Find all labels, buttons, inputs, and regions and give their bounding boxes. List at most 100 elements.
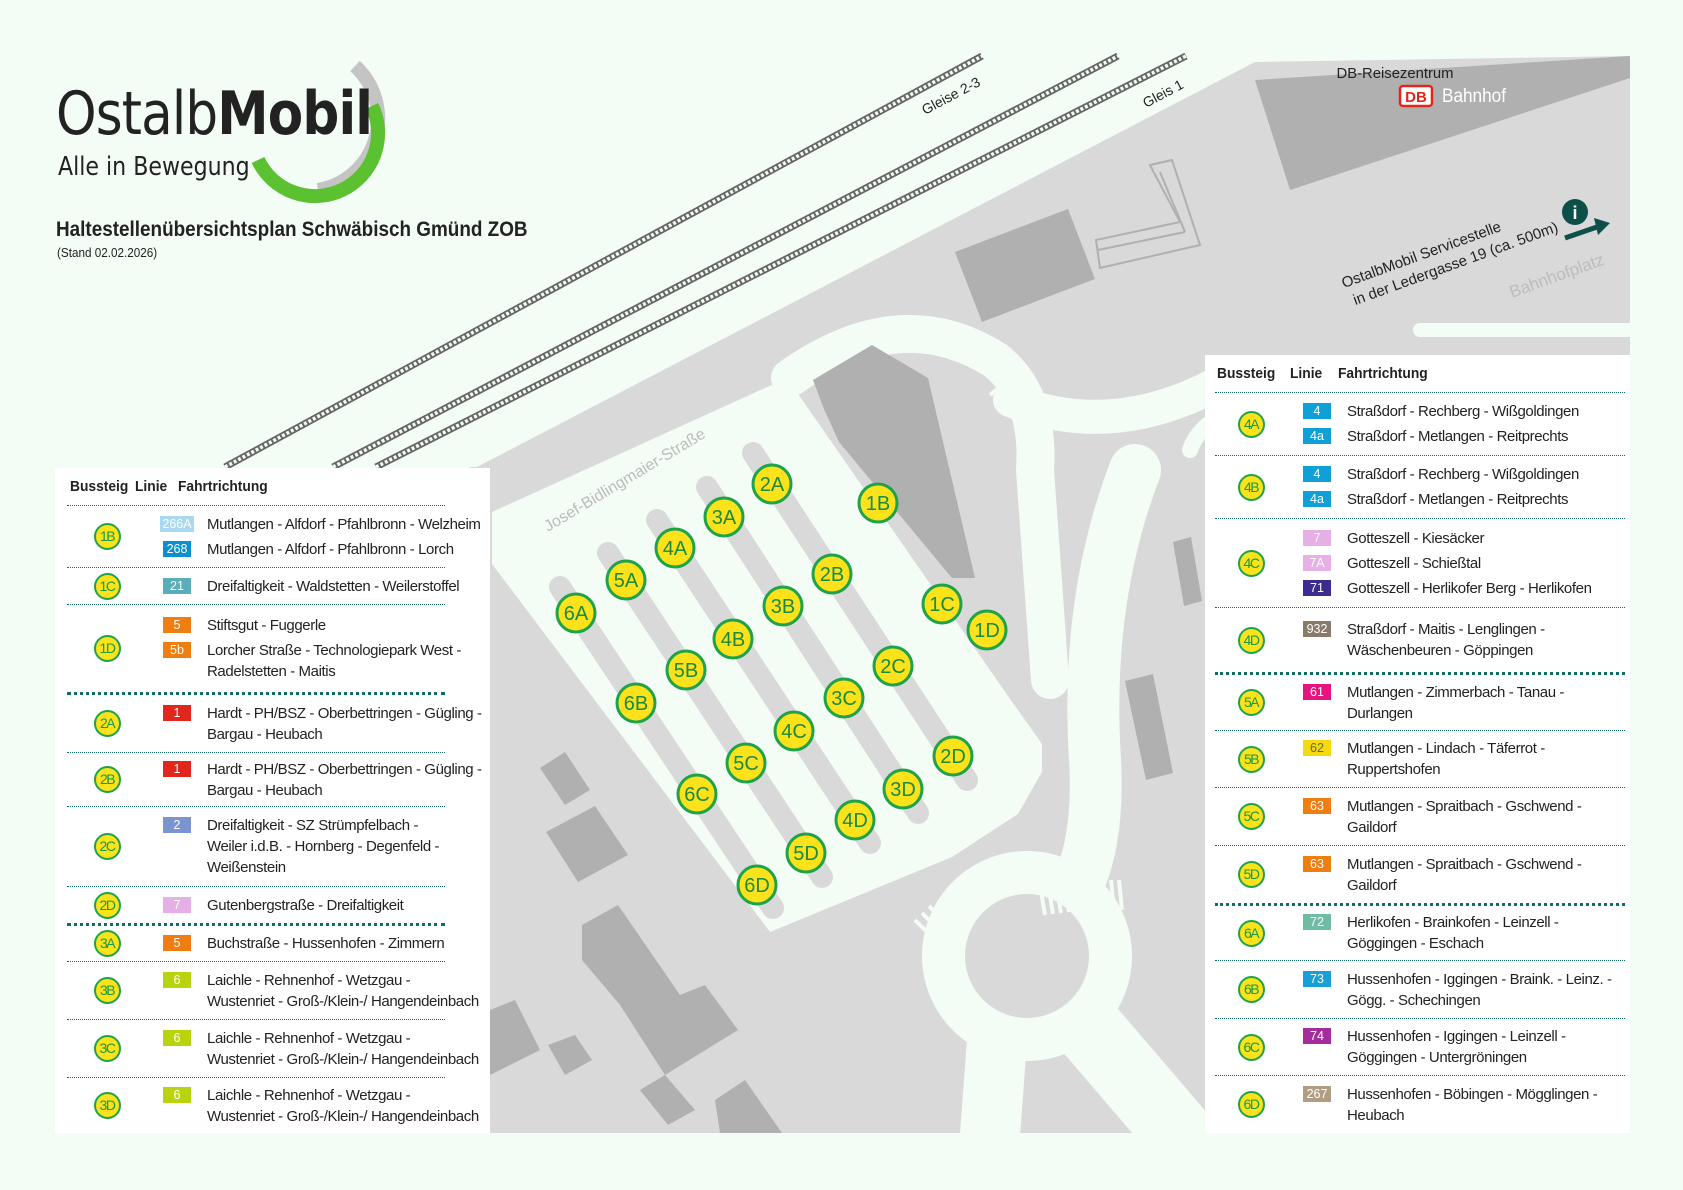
bay-marker-4b[interactable]: 4B [712, 618, 754, 660]
logo-wordmark: OstalbMobil [56, 84, 373, 144]
bay-marker-2b[interactable]: 2B [811, 553, 853, 595]
bay-badge: 6D [1237, 1091, 1265, 1118]
bay-marker-3b[interactable]: 3B [762, 585, 804, 627]
bay-marker-1b[interactable]: 1B [857, 482, 899, 524]
bay-marker-2d[interactable]: 2D [932, 735, 974, 777]
line-slot: 1 [147, 703, 207, 721]
bay-marker-5b[interactable]: 5B [665, 649, 707, 691]
bay-label: 3B [771, 596, 795, 618]
info-icon [1562, 199, 1588, 225]
bay-label: 3D [890, 779, 916, 801]
direction-text: Hussenhofen - Iggingen - Leinzell - Gögg… [1347, 1028, 1566, 1066]
bay-label: 5A [614, 570, 639, 592]
bay-marker-5a[interactable]: 5A [605, 559, 647, 601]
bay-marker-2c[interactable]: 2C [872, 645, 914, 687]
line-slot: 21 [147, 576, 207, 594]
building [490, 1000, 540, 1075]
bay-cell: 1B [67, 523, 147, 550]
bay-circle [676, 773, 718, 815]
bay-marker-3c[interactable]: 3C [823, 677, 865, 719]
bay-cell: 2C [67, 833, 147, 860]
line-slot: 4a [1287, 426, 1347, 444]
bay-marker-5c[interactable]: 5C [725, 742, 767, 784]
bay-circle [834, 799, 876, 841]
bay-marker-2a[interactable]: 2A [751, 463, 793, 505]
bay-marker-4c[interactable]: 4C [773, 710, 815, 752]
bay-marker-6d[interactable]: 6D [736, 864, 778, 906]
bay-marker-6c[interactable]: 6C [676, 773, 718, 815]
station-name: Bahnhof [1442, 86, 1507, 107]
bay-marker-6a[interactable]: 6A [555, 592, 597, 634]
arrow-right-icon [1564, 218, 1610, 241]
bay-circle [811, 553, 853, 595]
line-slot: 6 [147, 1085, 207, 1103]
direction-text: Mutlangen - Alfdorf - Pfahlbronn - Welzh… [207, 515, 481, 533]
bay-circle [605, 559, 647, 601]
bay-circle [736, 864, 778, 906]
bay-label: 4D [842, 810, 868, 832]
bay-label: 5C [733, 753, 759, 775]
bay-circle [725, 742, 767, 784]
line-badge: 72 [1303, 914, 1331, 930]
building [540, 752, 590, 805]
bay-marker-1c[interactable]: 1C [921, 583, 963, 625]
line-slot: 4 [1287, 464, 1347, 482]
direction-text: Straßdorf - Metlangen - Reitprechts [1347, 491, 1569, 508]
bay-badge: 1B [93, 523, 121, 550]
bay-cell: 3A [67, 930, 147, 957]
db-logo-text: DB [1405, 89, 1427, 106]
direction-text: Mutlangen - Spraitbach - Gschwend - Gail… [1347, 855, 1582, 894]
bay-label: 3A [712, 507, 737, 529]
line-badge: 73 [1303, 970, 1331, 987]
bay-circle [882, 768, 924, 810]
bay-marker-4d[interactable]: 4D [834, 799, 876, 841]
bay-cell: 4A [1215, 410, 1287, 438]
header-line: Linie [135, 478, 168, 495]
line-slot: 6 [147, 970, 207, 988]
db-logo [1398, 84, 1434, 108]
bay-circle [712, 618, 754, 660]
bay-marker-3a[interactable]: 3A [703, 496, 745, 538]
line-slot: 61 [1287, 682, 1347, 700]
bay-marker-5d[interactable]: 5D [785, 832, 827, 874]
bay-label: 4C [781, 721, 807, 743]
bay-cell: 4B [1215, 473, 1287, 501]
bay-badge: 3D [93, 1092, 121, 1119]
bay-cell: 5C [1215, 803, 1287, 830]
line-slot: 4 [1287, 401, 1347, 419]
roundabout-island [965, 894, 1089, 1018]
line-badge: 2 [163, 817, 191, 833]
direction-text: Straßdorf - Metlangen - Reitprechts [1347, 428, 1569, 445]
bay-marker-1d[interactable]: 1D [966, 609, 1008, 651]
header-direction: Fahrtrichtung [178, 478, 268, 495]
bay-marker-6b[interactable]: 6B [615, 682, 657, 724]
line-slot: 5b [147, 640, 207, 658]
bay-marker-3d[interactable]: 3D [882, 768, 924, 810]
bay-marker-4a[interactable]: 4A [654, 527, 696, 569]
bay-badge: 6B [1237, 976, 1265, 1003]
direction-text: Mutlangen - Alfdorf - Pfahlbronn - Lorch [207, 540, 454, 558]
bay-cell: 4D [1215, 626, 1287, 654]
bay-circle [966, 609, 1008, 651]
bay-cell: 1D [67, 635, 147, 662]
